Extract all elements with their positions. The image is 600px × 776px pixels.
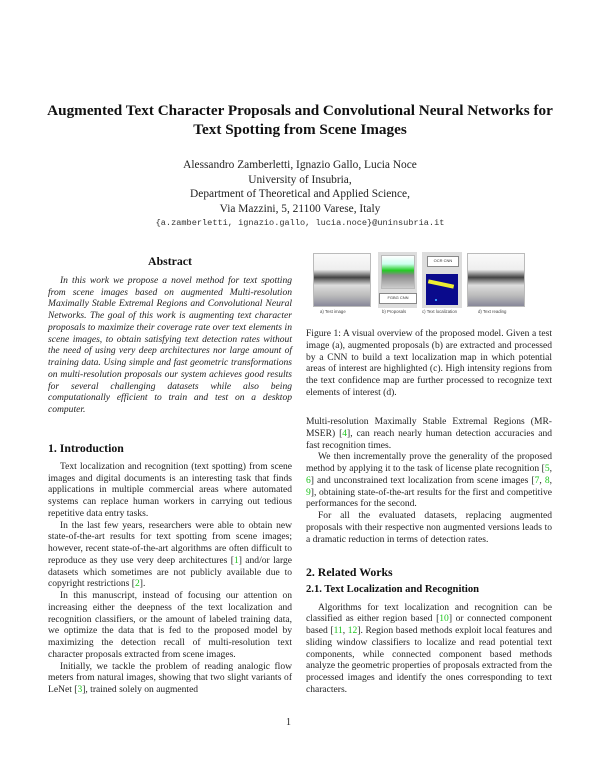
related-paragraph-1: Algorithms for text localization and rec… <box>306 601 553 695</box>
citation-link[interactable]: 1 <box>233 554 239 566</box>
intro-paragraph-3: In this manuscript, instead of focusing … <box>48 590 292 660</box>
citation-link[interactable]: 5 <box>544 463 550 474</box>
subcaption-c: c) Text localization <box>422 309 458 314</box>
figure-caption: Figure 1: A visual overview of the propo… <box>306 328 552 398</box>
related-works-heading: 2. Related Works <box>306 565 393 579</box>
abstract-text: In this work we propose a novel method f… <box>48 274 292 415</box>
intro-paragraph-7: For all the evaluated datasets, replacin… <box>306 510 552 545</box>
text-localization-map <box>426 274 458 305</box>
subcaption-d: d) Text reading <box>478 309 507 314</box>
fgbg-cnn-box: FGBG CNN <box>379 293 417 304</box>
intro-paragraph-4: Initially, we tackle the problem of read… <box>48 660 292 696</box>
abstract-section: Abstract In this work we propose a novel… <box>48 254 292 416</box>
author-block: Alessandro Zamberletti, Ignazio Gallo, L… <box>100 158 500 231</box>
citation-link[interactable]: 10 <box>439 613 449 625</box>
ocr-cnn-box: OCR CNN <box>427 256 459 267</box>
intro-paragraph-6: We then incrementally prove the generali… <box>306 451 553 510</box>
citation-link[interactable]: 12 <box>347 625 358 636</box>
author-emails: {a.zamberletti, ignazio.gallo, lucia.noc… <box>155 218 445 229</box>
introduction-section: 1. Introduction Text localization and re… <box>48 441 292 696</box>
citation-link[interactable]: 6 <box>306 474 311 486</box>
subcaption-a: a) Test image <box>320 309 346 314</box>
citation-link[interactable]: 2 <box>134 578 140 590</box>
related-works-section: 2. Related Works 2.1. Text Localization … <box>306 565 553 696</box>
author-names: Alessandro Zamberletti, Ignazio Gallo, L… <box>183 159 417 171</box>
intro-paragraph-5: Multi-resolution Maximally Stable Extrem… <box>306 416 552 451</box>
intro-paragraph-1: Text localization and recognition (text … <box>48 460 292 519</box>
citation-link[interactable]: 7 <box>534 474 540 486</box>
citation-link[interactable]: 11 <box>333 625 343 636</box>
citation-link[interactable]: 3 <box>77 684 83 695</box>
affiliation-university: University of Insubria, <box>248 173 352 186</box>
subcaption-b: b) Proposals <box>382 309 407 314</box>
subsection-heading: 2.1. Text Localization and Recognition <box>306 583 480 595</box>
affiliation-address: Via Mazzini, 5, 21100 Varese, Italy <box>219 202 381 215</box>
citation-link[interactable]: 4 <box>342 427 348 439</box>
paper-title: Augmented Text Character Proposals and C… <box>47 102 553 138</box>
affiliation-department: Department of Theoretical and Applied Sc… <box>190 188 410 201</box>
text-reading-image <box>467 253 525 307</box>
test-image <box>313 253 371 307</box>
intro-continued: Multi-resolution Maximally Stable Extrem… <box>306 416 552 545</box>
page-number: 1 <box>286 717 291 728</box>
figure-1: FGBG CNN OCR CNN a) Test image b) Propos… <box>312 252 526 318</box>
citation-link[interactable]: 9 <box>306 486 311 498</box>
proposals-image <box>381 255 415 289</box>
abstract-heading: Abstract <box>148 254 192 268</box>
citation-link[interactable]: 8 <box>544 474 550 486</box>
introduction-heading: 1. Introduction <box>48 441 124 455</box>
intro-paragraph-2: In the last few years, researchers were … <box>48 519 292 590</box>
